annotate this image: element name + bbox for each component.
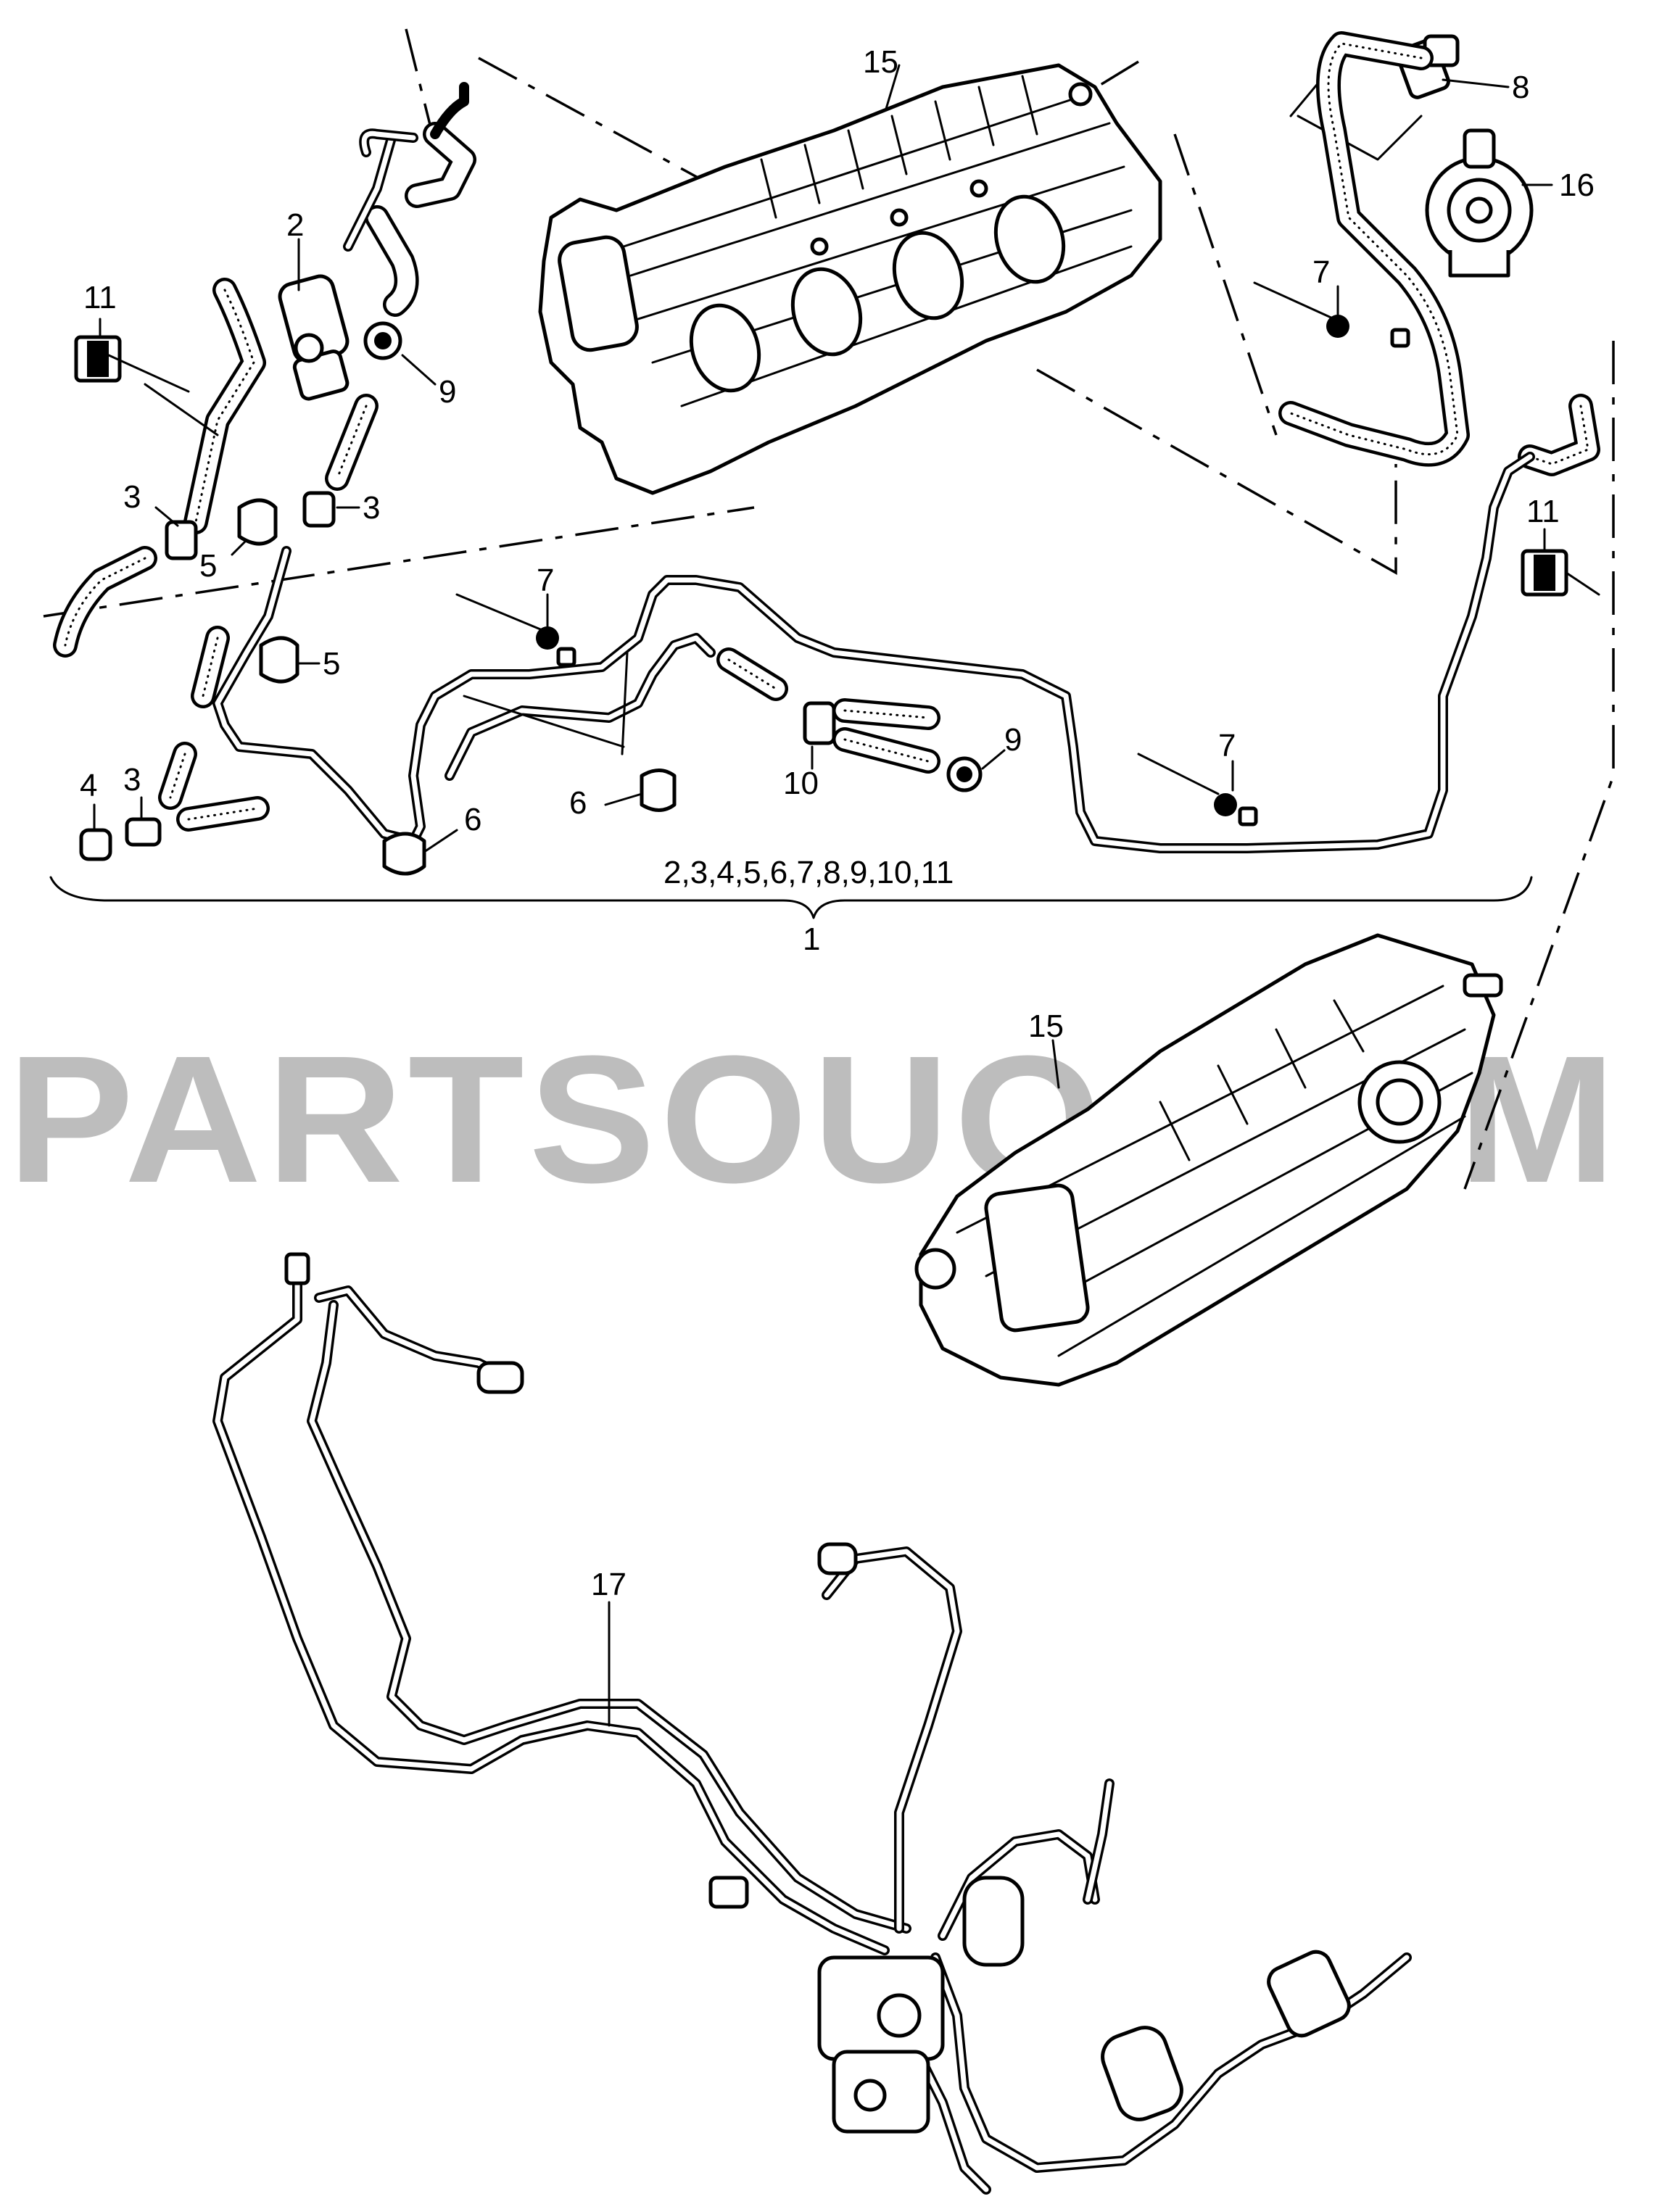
dashed-leader-lines	[43, 28, 1615, 1190]
vacuum-pump: 16	[1425, 128, 1595, 278]
connector-3-c: 3	[123, 762, 162, 847]
callout-2: 2	[286, 207, 304, 243]
clip-left: 11	[74, 280, 219, 436]
callout-9-mid: 9	[1004, 722, 1022, 758]
callout-7-c: 7	[1218, 728, 1236, 763]
callout-7-b: 7	[1312, 254, 1330, 290]
solenoid-valve: 2	[278, 207, 350, 401]
callout-7-a: 7	[537, 563, 554, 598]
intake-manifold-middle: 15	[914, 933, 1503, 1387]
connector-3-a: 3	[123, 479, 198, 560]
callout-11-left: 11	[83, 280, 117, 315]
kit-bracket: 2,3,4,5,6,7,8,9,10,11 1	[49, 855, 1533, 957]
connector-3-b: 3	[302, 490, 380, 528]
callout-1: 1	[803, 921, 820, 957]
rubber-hoses	[53, 31, 1600, 832]
end-cap: 4	[79, 768, 112, 861]
callout-3-b: 3	[363, 490, 380, 526]
callout-8: 8	[1512, 70, 1529, 105]
callout-16: 16	[1559, 167, 1595, 203]
callout-5-b: 5	[323, 646, 340, 682]
callout-10: 10	[783, 766, 819, 801]
cable-tie-7-a: 7	[455, 563, 576, 667]
tee-fitting: 10	[783, 701, 836, 801]
callout-3-c: 3	[123, 762, 141, 798]
clip-right: 11	[1521, 494, 1600, 597]
check-valve-mid: 9	[946, 722, 1022, 792]
holder-6-a: 6	[382, 802, 481, 876]
callout-15-top: 15	[863, 44, 898, 80]
rigid-vacuum-line	[212, 82, 1535, 853]
callout-15-mid: 15	[1028, 1008, 1064, 1044]
cable-tie-7-b: 7	[1253, 254, 1410, 348]
callout-6-b: 6	[569, 785, 587, 821]
holder-5-a: 5	[199, 498, 278, 584]
holder-6-b: 6	[569, 769, 677, 821]
callout-6-a: 6	[464, 802, 481, 837]
callout-11-right: 11	[1526, 494, 1560, 529]
callout-5-a: 5	[199, 548, 217, 584]
intake-manifold-top: 15	[538, 44, 1162, 495]
callout-9-top: 9	[439, 374, 456, 410]
callout-17: 17	[591, 1567, 627, 1602]
check-valve-top: 9	[363, 321, 456, 410]
callout-3-a: 3	[123, 479, 141, 515]
callout-4: 4	[80, 768, 97, 803]
holder-5-b: 5	[259, 636, 340, 684]
callout-kit-contents: 2,3,4,5,6,7,8,9,10,11	[663, 855, 954, 890]
cable-tie-7-c: 7	[1137, 728, 1258, 827]
vacuum-line-assembly: 17	[212, 1252, 1412, 2195]
